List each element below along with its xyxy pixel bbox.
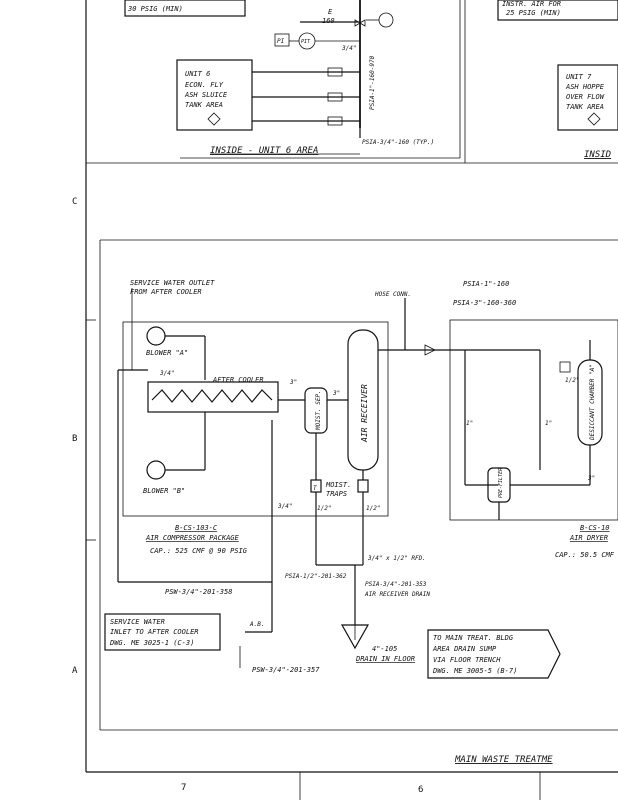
col-label-6: 6 xyxy=(418,785,423,795)
instr-air-note-1: INSTR. AIR FOR xyxy=(502,0,561,8)
unit6-area xyxy=(124,0,461,159)
row-label-c: C xyxy=(72,197,77,207)
sheet-border xyxy=(85,0,618,800)
package-tag: B-CS-103-C xyxy=(175,524,218,532)
service-inlet-1: SERVICE WATER xyxy=(110,618,165,626)
size-3-4-mid: 3/4" xyxy=(277,503,292,510)
line-psw-357: PSW-3/4"-201-357 xyxy=(252,666,320,674)
air-receiver-drain: AIR RECEIVER DRAIN xyxy=(364,591,430,598)
drain-in-floor: DRAIN IN FLOOR xyxy=(355,655,415,663)
moist-traps-2: TRAPS xyxy=(326,490,347,498)
label-160: 160 xyxy=(322,17,335,25)
line-psia-160: PSIA-1"-160 xyxy=(463,280,509,288)
to-main-3: VIA FLOOR TRENCH xyxy=(433,656,501,664)
unit7-line-2: ASH HOPPE xyxy=(565,83,605,91)
unit6-line-4: TANK AREA xyxy=(185,101,223,109)
air-receiver-label: AIR RECEIVER xyxy=(360,384,369,443)
to-main-arrow-box xyxy=(427,629,561,679)
col-label-7: 7 xyxy=(181,783,186,793)
dryer-name: AIR DRYER xyxy=(569,534,608,542)
unit7-line-3: OVER FLOW xyxy=(566,93,605,101)
line-psia-362: PSIA-1/2"-201-362 xyxy=(285,573,347,580)
unit6-line-2: ECON. FLY xyxy=(185,81,224,89)
size-3-mid: 3" xyxy=(332,390,340,397)
instr-air-note-2: 25 PSIG (MIN) xyxy=(506,9,561,17)
package-name: AIR COMPRESSOR PACKAGE xyxy=(145,534,240,542)
unit7-line-1: UNIT 7 xyxy=(566,73,592,81)
size-3-4-top: 3/4" xyxy=(341,45,356,52)
size-3-r: 3" xyxy=(587,475,595,482)
hose-conn-label: HOSE CONN. xyxy=(374,291,411,298)
size-half-r: 1/2" xyxy=(565,377,579,384)
unit6-area-title: INSIDE - UNIT 6 AREA xyxy=(210,146,318,156)
package-cap: CAP.: 525 CMF @ 90 PSIG xyxy=(150,547,248,555)
psig-note: 30 PSIG (MIN) xyxy=(127,5,183,13)
trap-t-label: T xyxy=(313,485,317,492)
service-inlet-3: DWG. ME 3025-1 (C-3) xyxy=(109,639,194,647)
label-e: E xyxy=(328,8,333,16)
service-outlet-1: SERVICE WATER OUTLET xyxy=(130,279,215,287)
size-1-b: 1" xyxy=(545,420,552,427)
to-main-2: AREA DRAIN SUMP xyxy=(432,645,497,653)
dryer-cap: CAP.: 50.5 CMF xyxy=(555,551,615,559)
service-inlet-box xyxy=(104,613,221,651)
after-cooler-label: AFTER COOLER xyxy=(212,376,264,384)
to-main-1: TO MAIN TREAT. BLDG xyxy=(433,634,514,642)
unit6-line-1: UNIT 6 xyxy=(185,70,210,78)
air-dryer-package xyxy=(440,319,618,521)
moist-traps-1: MOIST. xyxy=(325,481,351,489)
size-3-4-left: 3/4" xyxy=(159,370,174,377)
ab-label: A.B. xyxy=(249,621,264,628)
rfd-label: 3/4" x 1/2" RFD. xyxy=(367,555,426,562)
dryer-tag: B-CS-10 xyxy=(580,524,610,532)
bottom-area-title: MAIN WASTE TREATME xyxy=(454,755,553,765)
line-psia-970: PSIA-1"-160-970 xyxy=(369,55,376,110)
row-label-a: A xyxy=(72,666,78,676)
service-inlet-2: INLET TO AFTER COOLER xyxy=(110,628,199,636)
instrument-pi: PI xyxy=(277,38,285,45)
row-label-b: B xyxy=(72,434,77,444)
prefilter-label: PRE-FILTER xyxy=(498,468,504,498)
unit7-area xyxy=(497,0,618,131)
service-outlet-2: FROM AFTER COOLER xyxy=(130,288,202,296)
unit7-line-4: TANK AREA xyxy=(566,103,604,111)
size-3-top: 3" xyxy=(289,379,297,386)
to-main-4: DWG. ME 3005-5 (B-7) xyxy=(432,667,517,675)
unit6-line-3: ASH SLUICE xyxy=(184,91,228,99)
blower-b-label: BLOWER "B" xyxy=(143,487,185,495)
line-psw-358: PSW-3/4"-201-358 xyxy=(165,588,232,596)
line-psia-3-160: PSIA-3"-160-360 xyxy=(453,299,516,307)
size-1-a: 1" xyxy=(466,420,473,427)
blower-a-label: BLOWER "A" xyxy=(146,349,188,357)
size-half-b: 1/2" xyxy=(366,505,380,512)
air-compressor-package xyxy=(117,288,440,668)
instrument-pit: PIT xyxy=(301,39,311,45)
moist-sep-label: MOIST. SEP. xyxy=(315,390,322,431)
line-psia-typ: PSIA-3/4"-160 (TYP.) xyxy=(362,139,434,146)
line-psia-353: PSIA-3/4"-201-353 xyxy=(365,581,427,588)
size-half-a: 1/2" xyxy=(317,505,331,512)
unit7-area-title: INSID xyxy=(584,150,611,160)
desiccant-label: DESICCANT CHAMBER "A" xyxy=(589,364,596,441)
drain-size: 4"-105 xyxy=(372,645,397,653)
